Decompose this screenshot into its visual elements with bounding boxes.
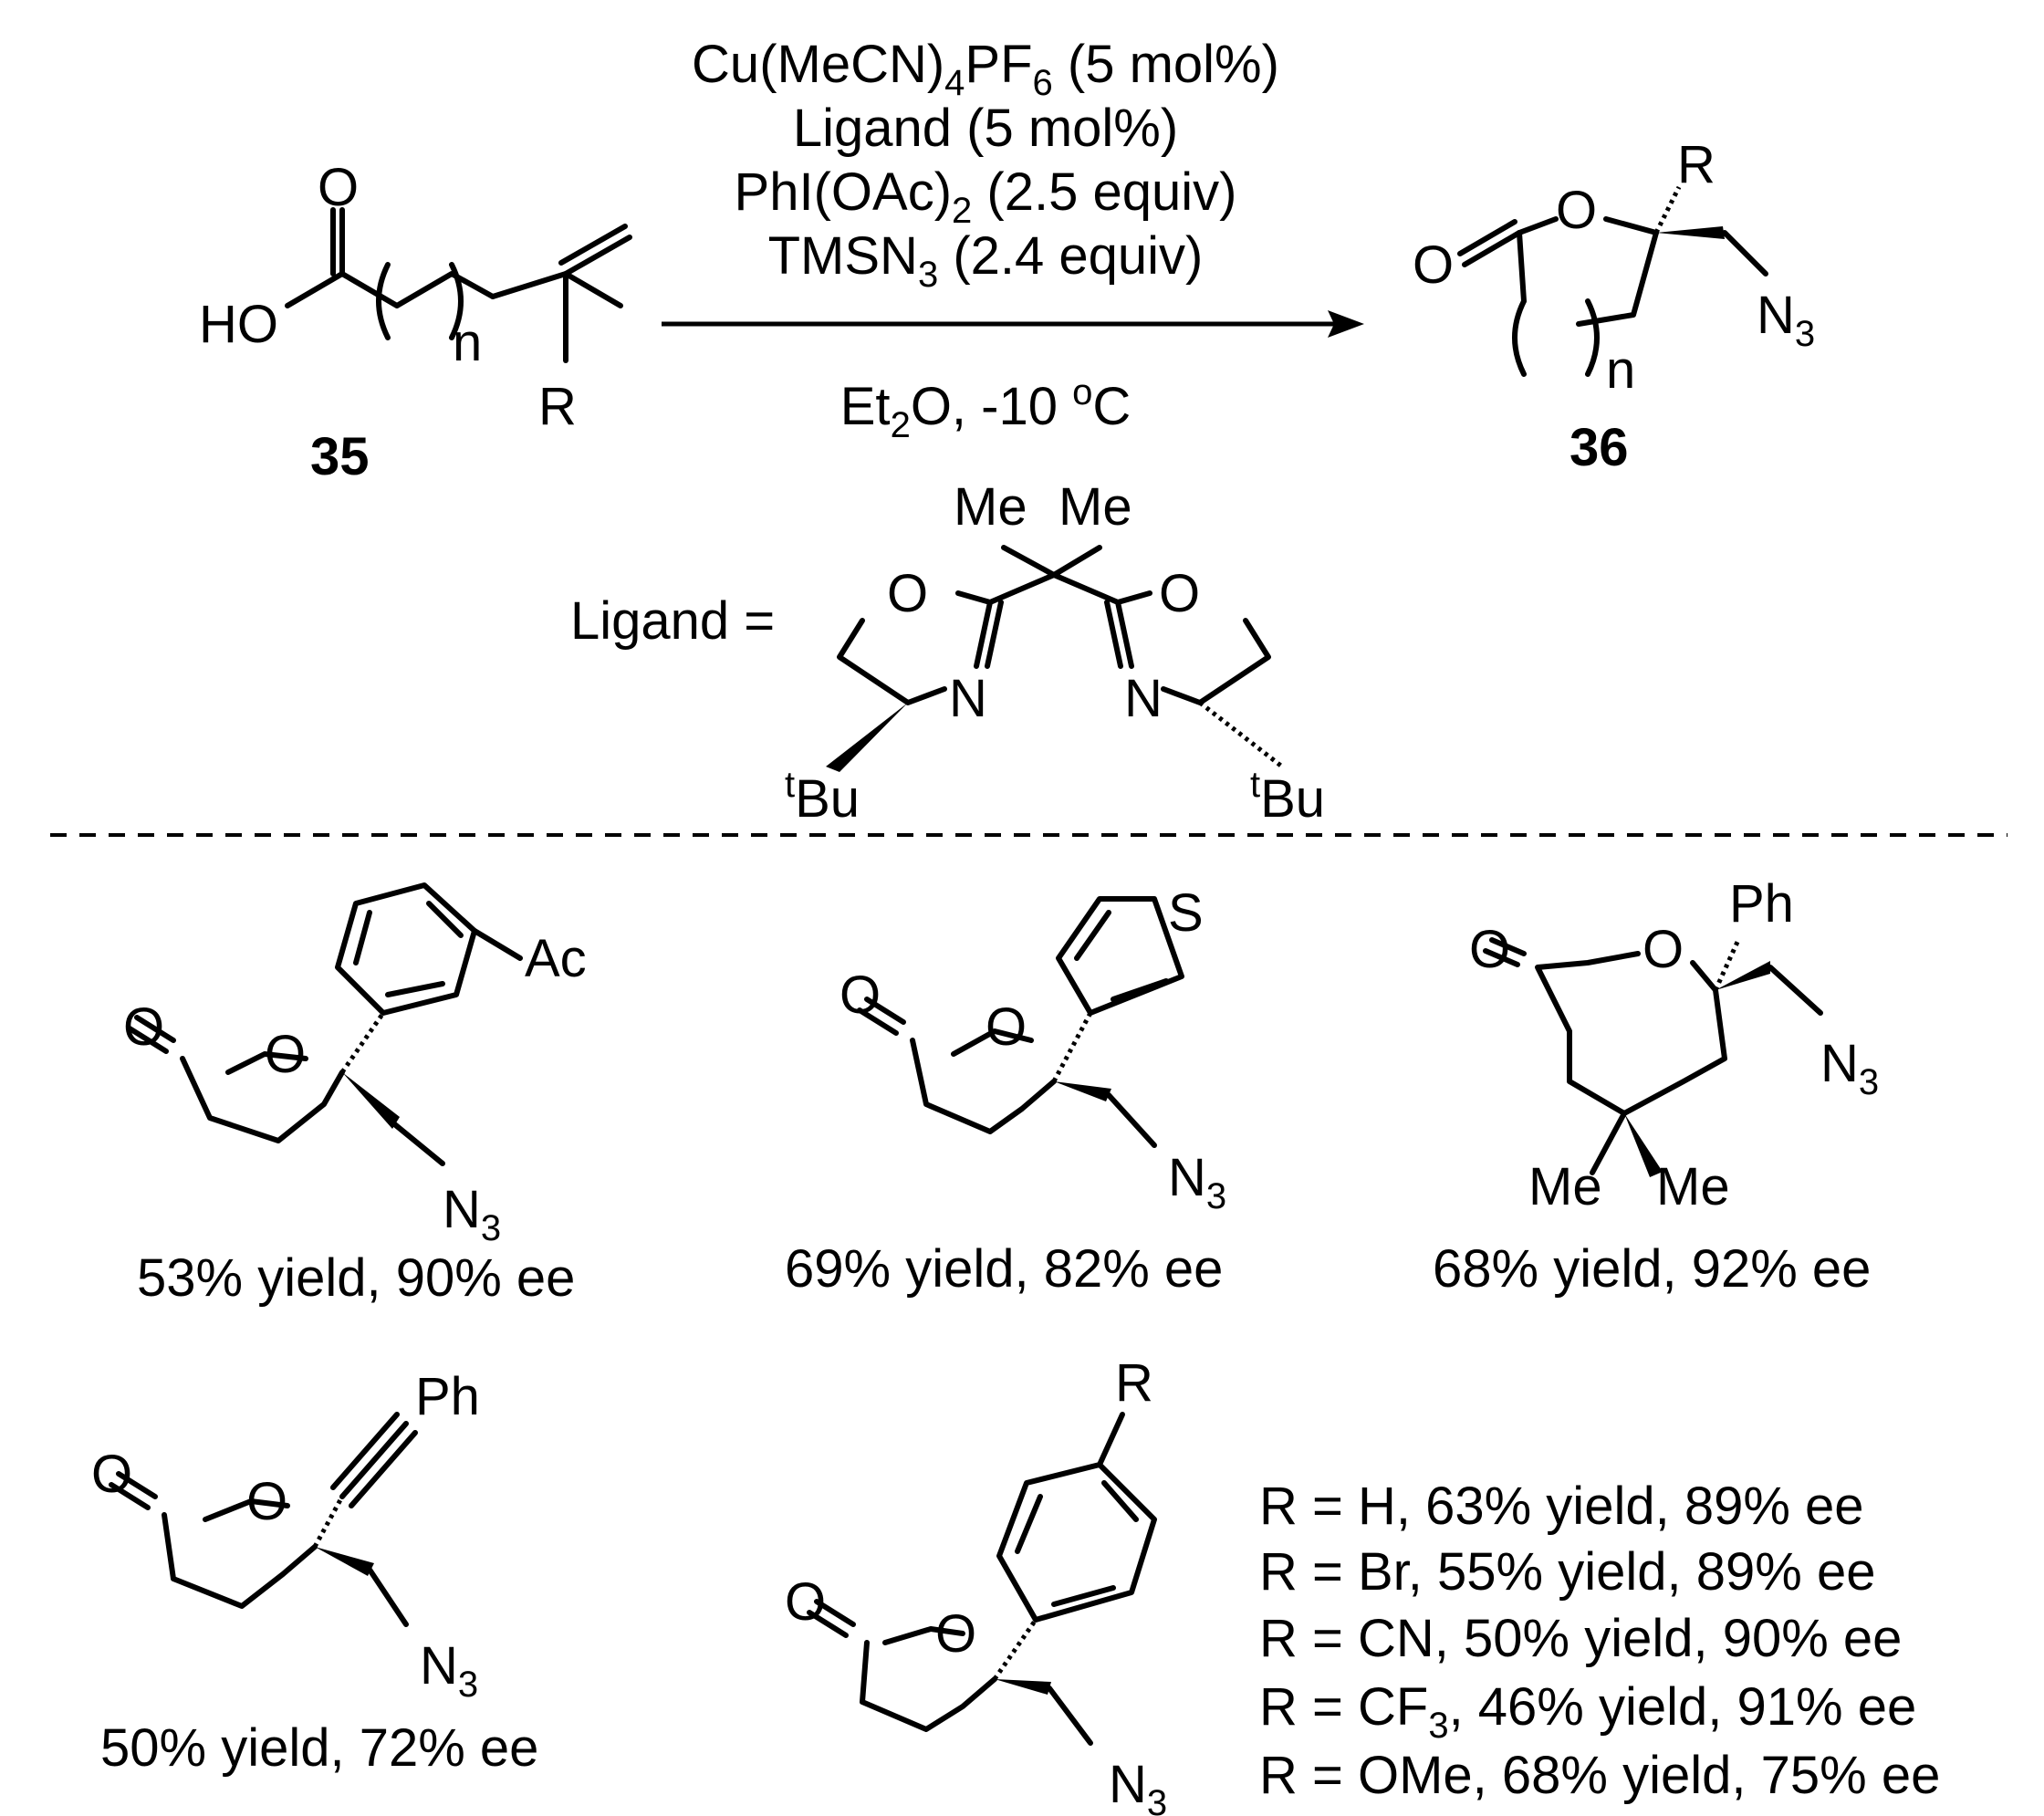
aryl-r-label: R (1115, 1353, 1153, 1413)
condition-solvent-temp: Et2O, -10 oC (840, 372, 1132, 445)
compound-label-36: 36 (1570, 418, 1629, 477)
product-repeat-n: n (1606, 340, 1635, 400)
wedge-bond (995, 1679, 1051, 1695)
condition-ligand: Ligand (5 mol%) (793, 99, 1178, 158)
ligand-tbu-left: tBu (785, 765, 860, 829)
substituent-r: R (538, 377, 577, 436)
ring-o: O (1642, 920, 1684, 979)
ligand-structure: Ligand = Me Me O N tBu O N tBu (570, 477, 1325, 829)
example-thienyl: O O S N3 69% yield, 82% ee (785, 883, 1226, 1299)
arrow-head (1328, 310, 1364, 338)
phenyl-label: Ph (415, 1367, 480, 1426)
wedge-bond (315, 1547, 374, 1576)
example-phenylethynyl: O O Ph N3 50% yield, 72% ee (91, 1367, 538, 1778)
wedge-bond (1054, 1081, 1111, 1101)
carbonyl-o: O (785, 1572, 826, 1632)
ligand-o-left: O (887, 564, 928, 623)
result-row-br: R = Br, 55% yield, 89% ee (1259, 1542, 1875, 1602)
ligand-me-left: Me (954, 477, 1027, 537)
result-row-h: R = H, 63% yield, 89% ee (1259, 1477, 1864, 1536)
product-substituent-r: R (1677, 135, 1716, 194)
example-2-result: 69% yield, 82% ee (785, 1239, 1223, 1299)
ho-group: HO (199, 295, 278, 354)
hash-bond (339, 1011, 386, 1074)
result-row-ome: R = OMe, 68% yield, 75% ee (1259, 1746, 1940, 1805)
example-acetylphenyl: O O Ac N3 53% yield, 90% ee (123, 882, 587, 1308)
phenyl-label: Ph (1729, 874, 1794, 934)
ligand-prefix: Ligand = (570, 591, 775, 651)
acetyl-label: Ac (525, 929, 587, 988)
product-azide: N3 (1757, 286, 1815, 354)
ring-o: O (265, 1025, 306, 1084)
azide-label: N3 (443, 1180, 501, 1248)
example-4-result: 50% yield, 72% ee (100, 1718, 538, 1778)
carbonyl-o: O (1469, 920, 1510, 979)
methyl-left: Me (1528, 1157, 1602, 1216)
hash-bond (1653, 185, 1682, 235)
ring-o: O (986, 997, 1027, 1057)
result-row-cn: R = CN, 50% yield, 90% ee (1259, 1609, 1902, 1668)
ligand-n-right: N (1124, 669, 1163, 728)
azide-label: N3 (1820, 1034, 1879, 1102)
product-ring-o: O (1556, 181, 1597, 240)
condition-oxidant: PhI(OAc)2 (2.5 equiv) (735, 162, 1237, 231)
ligand-wedge-left (826, 703, 908, 772)
ligand-n-left: N (949, 669, 987, 728)
example-aryl-series: O O R N3 (785, 1353, 1167, 1816)
condition-azide: TMSN3 (2.4 equiv) (768, 226, 1204, 295)
carbonyl-o: O (91, 1445, 132, 1504)
substrate-35: O HO n R 35 (199, 158, 632, 486)
hash-bond (992, 1618, 1038, 1681)
product-carbonyl-o: O (1413, 235, 1454, 295)
wedge-bond (342, 1072, 400, 1129)
example-3-result: 68% yield, 92% ee (1433, 1239, 1871, 1299)
product-36: O O R N3 n 36 (1413, 135, 1815, 477)
carbonyl-o: O (840, 965, 881, 1025)
hash-bond (1713, 938, 1741, 992)
ligand-hash-right (1198, 701, 1284, 768)
carbonyl-o: O (318, 158, 359, 217)
ring-o: O (246, 1472, 287, 1531)
repeat-n: n (453, 313, 482, 372)
reaction-conditions: Cu(MeCN)4PF6 (5 mol%) Ligand (5 mol%) Ph… (662, 35, 1364, 445)
series-results: R = H, 63% yield, 89% ee R = Br, 55% yie… (1259, 1477, 1940, 1805)
example-1-result: 53% yield, 90% ee (137, 1248, 575, 1308)
carbonyl-o: O (123, 997, 164, 1057)
thiophene-s: S (1168, 883, 1204, 943)
ring-o: O (935, 1604, 976, 1664)
azide-label: N3 (1109, 1755, 1167, 1816)
azide-label: N3 (420, 1636, 478, 1705)
ligand-tbu-right: tBu (1250, 765, 1325, 829)
wedge-bond (1656, 226, 1725, 239)
methyl-right: Me (1656, 1157, 1730, 1216)
ligand-me-right: Me (1058, 477, 1132, 537)
hash-bond (1051, 1011, 1093, 1083)
ligand-o-right: O (1159, 564, 1200, 623)
wedge-bond-2 (1716, 961, 1770, 990)
wedge-bond (1624, 1113, 1663, 1177)
condition-catalyst: Cu(MeCN)4PF6 (5 mol%) (692, 35, 1279, 103)
hash-bond (312, 1495, 345, 1549)
example-dimethyl-lactone: O O Ph N3 Me Me 68% yield, 92% ee (1433, 874, 1879, 1299)
compound-label-35: 35 (310, 427, 370, 486)
azide-label: N3 (1168, 1148, 1226, 1216)
result-row-cf3: R = CF3, 46% yield, 91% ee (1259, 1677, 1916, 1746)
